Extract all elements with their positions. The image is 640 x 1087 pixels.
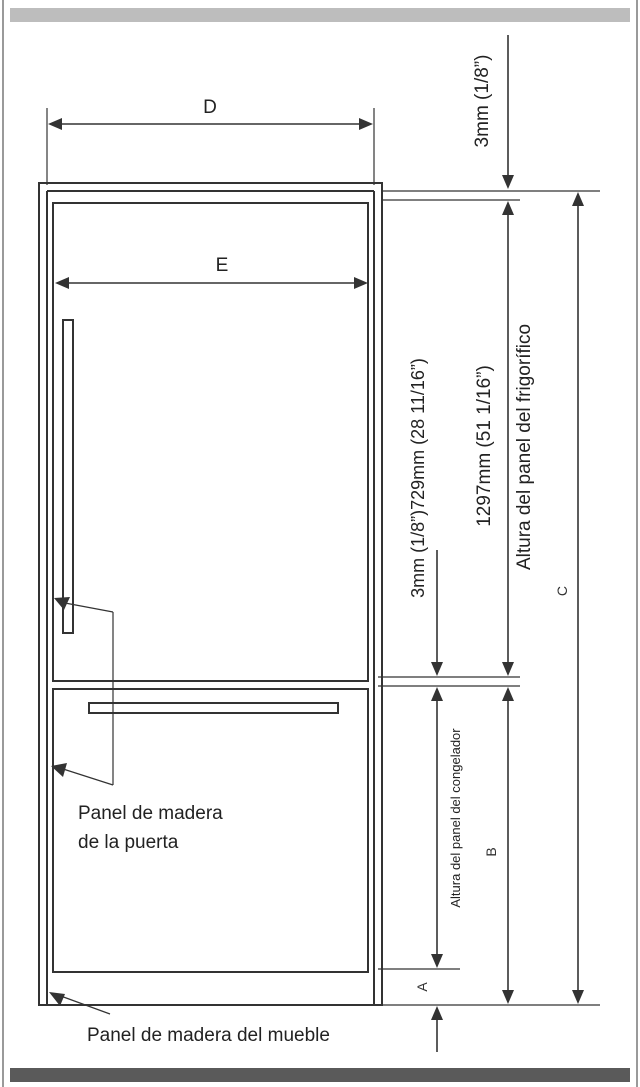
cabinet: [38, 182, 383, 1006]
label-fridge-panel-height: Altura del panel del frigorífico: [514, 324, 535, 570]
label-fridge-dims: 1297mm (51 1/16”): [474, 365, 495, 527]
bottom-bar: [10, 1068, 630, 1082]
label-d: D: [203, 97, 217, 118]
fridge-handle: [62, 319, 74, 634]
label-c: C: [554, 586, 570, 596]
label-door-panel-line2: de la puerta: [78, 832, 179, 853]
freezer-door-panel: [52, 688, 369, 973]
arrowheads: [48, 118, 584, 1020]
label-e: E: [216, 255, 229, 276]
fridge-door-panel: [52, 202, 369, 682]
label-cabinet-panel: Panel de madera del mueble: [87, 1025, 330, 1046]
cabinet-outer-frame: [38, 182, 383, 1006]
top-bar: [10, 8, 630, 22]
freezer-handle: [88, 702, 339, 714]
label-b: B: [483, 847, 499, 856]
label-a: A: [414, 982, 430, 992]
label-mid-dims: 3mm (1/8”)729mm (28 11/16”): [408, 358, 428, 598]
reference-lines: [46, 108, 600, 1015]
label-freezer-panel-height: Altura del panel del congelador: [448, 728, 463, 908]
dimension-lines: [50, 35, 579, 1052]
label-top-gap: 3mm (1/8”): [472, 55, 493, 148]
label-door-panel-line1: Panel de madera: [78, 803, 223, 824]
